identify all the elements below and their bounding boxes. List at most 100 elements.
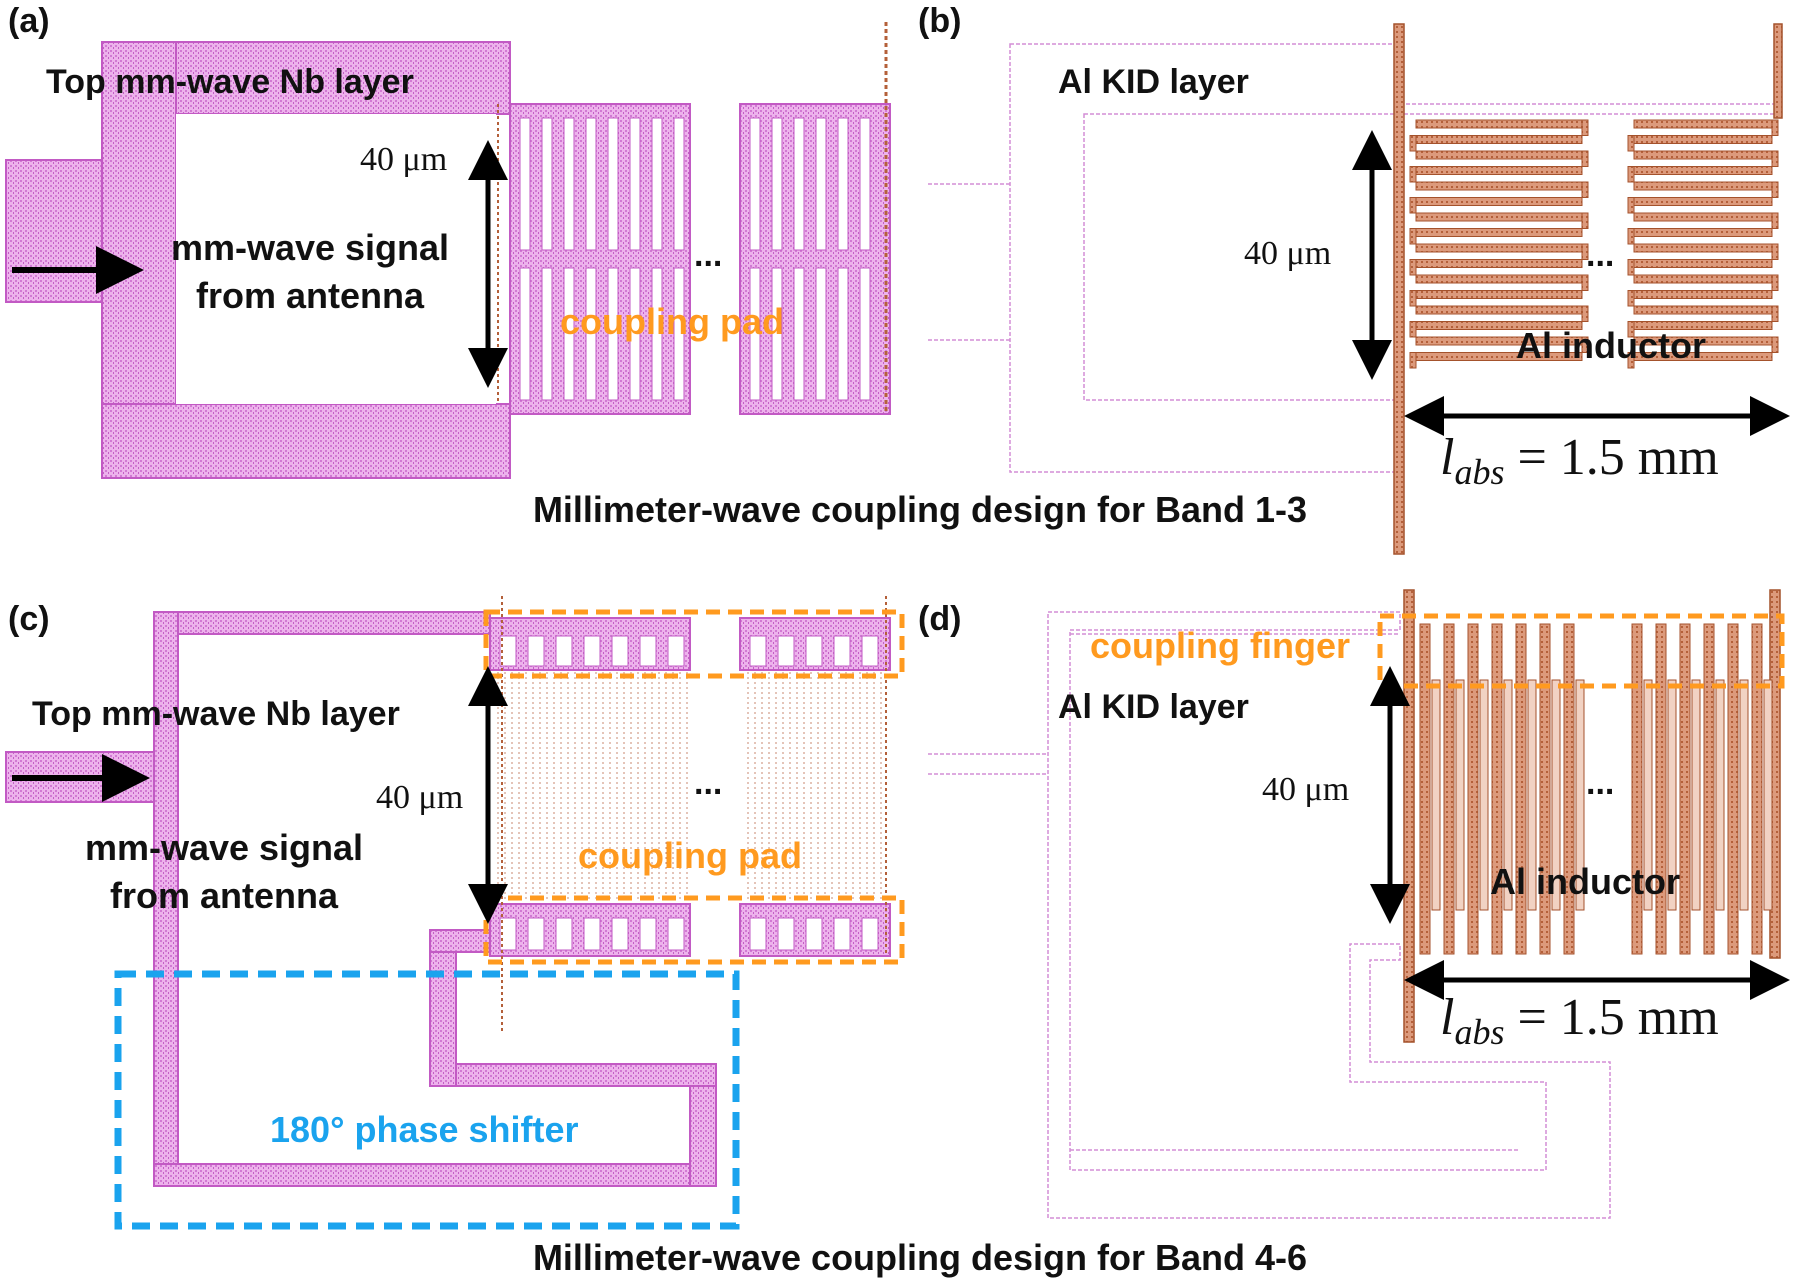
dimension-label-b: 40 μm <box>1244 235 1331 272</box>
panel-a-label: (a) <box>8 2 50 40</box>
pad-slot <box>837 117 849 251</box>
panel-b-label: (b) <box>918 2 961 40</box>
nb-layer-label-a: Top mm-wave Nb layer <box>46 63 414 101</box>
pad-slot <box>667 635 685 667</box>
pad-slot <box>651 267 663 401</box>
meander-bend <box>1409 321 1417 338</box>
meander-segment <box>1415 305 1589 315</box>
phase-shifter-label-c: 180° phase shifter <box>270 1109 579 1150</box>
meander-segment <box>1633 243 1779 253</box>
panel-c: (c) Top mm-wave Nb layer mm-wave signal … <box>5 596 905 1230</box>
inductor-gap <box>1455 679 1465 911</box>
dimension-label-a: 40 μm <box>360 141 447 178</box>
dimension-label-c: 40 μm <box>376 779 463 816</box>
al-inductor-fingers-d <box>1419 623 1773 955</box>
kid-layer-label-b: Al KID layer <box>1058 63 1249 101</box>
inductor-finger <box>1751 623 1763 955</box>
inductor-gap <box>1431 679 1441 911</box>
meander-bend <box>1581 119 1589 136</box>
inductor-finger <box>1419 623 1431 955</box>
pad-slot <box>859 117 871 251</box>
pad-slot <box>673 117 685 251</box>
meander-bend <box>1771 150 1779 167</box>
meander-bend <box>1409 228 1417 245</box>
pad-slot <box>607 267 619 401</box>
pad-slot <box>771 267 783 401</box>
pad-slot <box>639 635 657 667</box>
pad-slot <box>837 267 849 401</box>
meander-segment <box>1627 135 1773 144</box>
inductor-finger <box>1727 623 1739 955</box>
meander-bend <box>1627 290 1635 307</box>
panel-d-label: (d) <box>918 600 961 638</box>
meander-segment <box>1415 274 1589 284</box>
coupling-pad-label-c: coupling pad <box>578 835 802 876</box>
coupling-pad-slots-c <box>499 635 879 951</box>
meander-bend <box>1409 135 1417 152</box>
pad-slot <box>771 117 783 251</box>
pad-slot <box>651 117 663 251</box>
meander-segment <box>1415 243 1589 253</box>
pad-slot <box>815 267 827 401</box>
meander-segment <box>1409 197 1583 206</box>
pad-slot <box>833 635 851 667</box>
panel-a: (a) Top mm-wave Nb layer mm-wave signal … <box>5 2 891 479</box>
ellipsis-c: ... <box>694 764 722 802</box>
pad-slot <box>793 267 805 401</box>
meander-bend <box>1409 290 1417 307</box>
pad-slot <box>563 267 575 401</box>
meander-bend <box>1771 119 1779 136</box>
meander-segment <box>1409 135 1583 144</box>
pad-slot <box>541 267 553 401</box>
meander-segment <box>1633 305 1779 315</box>
pad-slot <box>583 635 601 667</box>
pad-slot <box>833 917 851 951</box>
inductor-finger <box>1679 623 1691 955</box>
meander-bend <box>1627 166 1635 183</box>
signal-label-a-line2: from antenna <box>196 275 425 316</box>
nb-loop-c <box>153 611 717 1187</box>
pad-slot <box>611 635 629 667</box>
pad-slot <box>563 117 575 251</box>
meander-bend <box>1627 197 1635 214</box>
al-inductor-meander-b <box>1409 119 1779 369</box>
inductor-finger <box>1655 623 1667 955</box>
meander-segment <box>1409 259 1583 268</box>
meander-segment <box>1409 166 1583 175</box>
pad-slot <box>673 267 685 401</box>
meander-bend <box>1409 197 1417 214</box>
kid-layer-label-d: Al KID layer <box>1058 688 1249 726</box>
pad-slot <box>749 917 767 951</box>
inductor-finger <box>1491 623 1503 955</box>
meander-bend <box>1409 352 1417 369</box>
panel-b: (b) Al KID layer 40 μm ... Al inductor l… <box>918 2 1790 555</box>
pad-slot <box>861 635 879 667</box>
signal-label-a-line1: mm-wave signal <box>171 227 449 268</box>
meander-bend <box>1771 274 1779 291</box>
pad-slot <box>499 635 517 667</box>
pad-slot <box>555 635 573 667</box>
meander-segment <box>1409 290 1583 299</box>
inductor-finger <box>1443 623 1455 955</box>
meander-segment <box>1627 228 1773 237</box>
meander-segment <box>1409 228 1583 237</box>
meander-bend <box>1627 352 1635 369</box>
pad-slot <box>805 917 823 951</box>
coupling-finger-box-d <box>1377 613 1785 689</box>
length-label-b: labs = 1.5 mm <box>1440 429 1719 492</box>
meander-segment <box>1633 212 1779 222</box>
meander-segment <box>1415 212 1589 222</box>
pad-slot <box>519 267 531 401</box>
inductor-gap <box>1667 679 1677 911</box>
inductor-gap <box>1527 679 1537 911</box>
meander-bend <box>1581 212 1589 229</box>
meander-bend <box>1771 336 1779 353</box>
caption-bottom: Millimeter-wave coupling design for Band… <box>533 1237 1307 1278</box>
inductor-finger <box>1467 623 1479 955</box>
inductor-gap <box>1551 679 1561 911</box>
coupling-pad-box-top-c <box>483 609 905 679</box>
ellipsis-a: ... <box>694 236 722 274</box>
pad-slot <box>583 917 601 951</box>
meander-bend <box>1627 228 1635 245</box>
kid-outline-b <box>928 43 1781 473</box>
